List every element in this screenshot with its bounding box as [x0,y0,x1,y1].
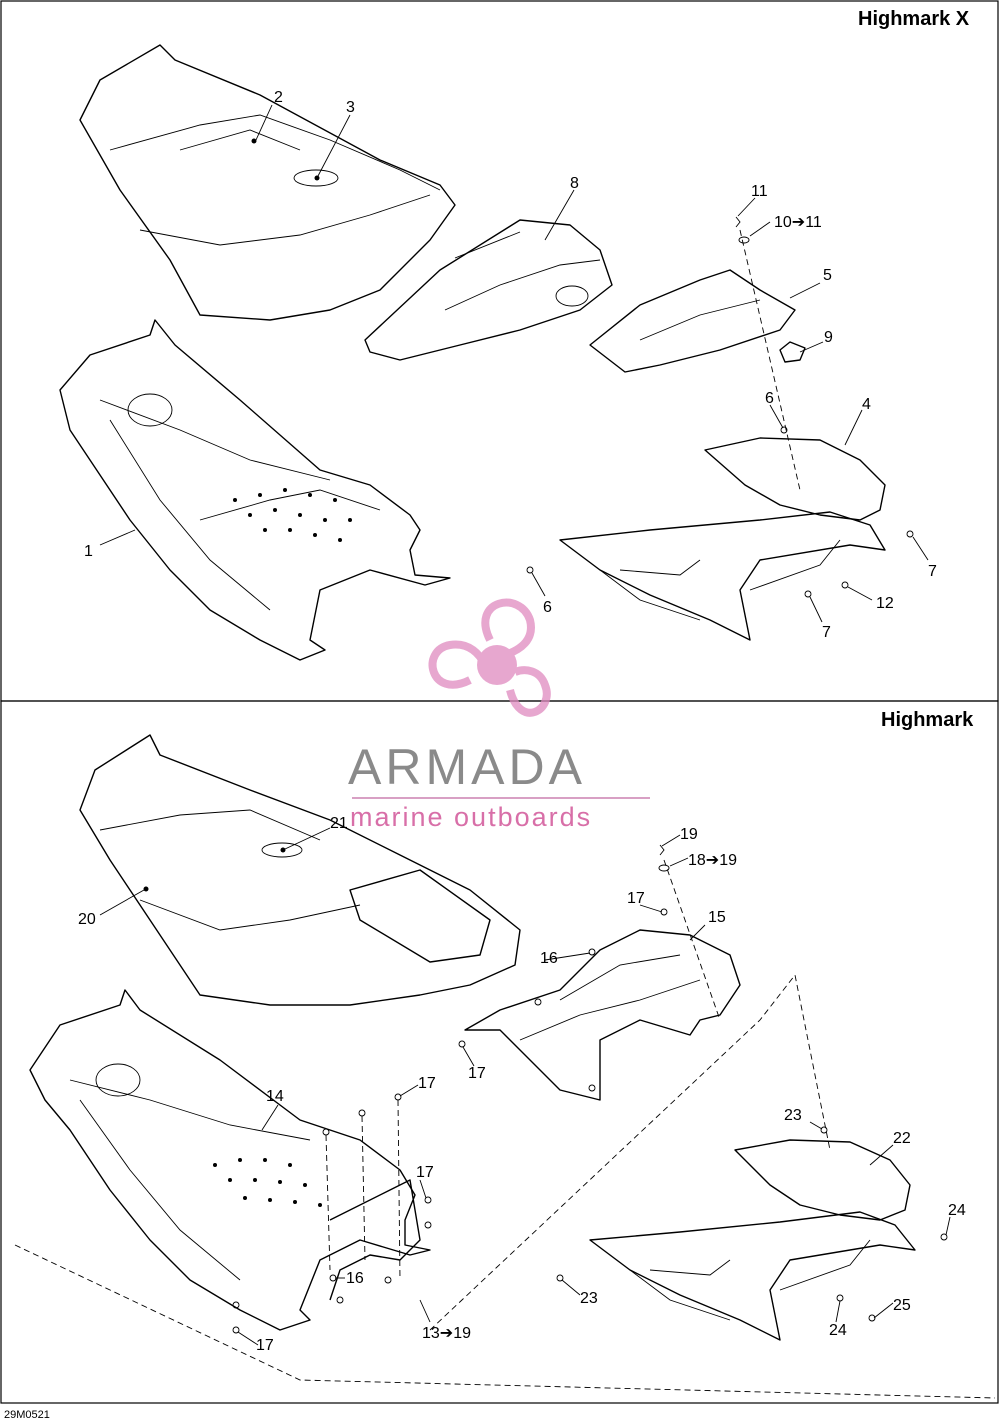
watermark-tagline: marine outboards [350,802,593,832]
callout-6b: 6 [543,599,552,616]
drawing-code: 29M0521 [4,1409,50,1421]
callout-5: 5 [823,267,832,284]
callout-3: 3 [346,99,355,116]
callout-24a: 24 [948,1202,966,1219]
callout-9: 9 [824,329,833,346]
callout-7b: 7 [822,624,831,641]
seat-part-2 [79,44,456,321]
bracket-part-5 [589,269,806,373]
callout-6a: 6 [765,390,774,407]
callout-23a: 23 [784,1107,802,1124]
seat-cover-part-8 [364,219,613,361]
propeller-logo-icon [428,598,551,717]
panel-title-bottom: Highmark [881,709,974,731]
callout-17b: 17 [468,1065,486,1082]
callout-17a: 17 [627,890,645,907]
callout-20: 20 [78,911,96,928]
callout-18-to-19: 18➔19 [688,852,737,869]
watermark-brand: ARMADA [348,739,586,795]
callout-17c: 17 [418,1075,436,1092]
callouts-bottom: 13➔19 14 15 16 16 17 17 17 17 17 18➔19 1… [78,815,966,1354]
callout-16a: 16 [540,950,558,967]
bottom-panel-frame [0,700,999,1404]
frame-part-14 [29,989,431,1331]
callout-13-to-19: 13➔19 [422,1325,471,1342]
callout-17e: 17 [256,1337,274,1354]
callout-12: 12 [876,595,894,612]
callout-11: 11 [751,183,768,200]
seat-part-20 [79,734,521,1006]
callout-2: 2 [274,89,283,106]
side-panel-part-22 [589,1139,916,1341]
callout-24b: 24 [829,1322,847,1339]
callout-14: 14 [266,1088,284,1105]
callout-19: 19 [680,826,698,843]
watermark-divider [352,797,650,799]
callout-8: 8 [570,175,579,192]
callout-4: 4 [862,396,871,413]
callout-25: 25 [893,1297,911,1314]
callout-23b: 23 [580,1290,598,1307]
callout-15: 15 [708,909,726,926]
bracket-part-15 [464,929,741,1101]
fasteners-bottom [232,844,948,1334]
frame-part-1 [59,319,451,661]
callout-17d: 17 [416,1164,434,1181]
callout-7a: 7 [928,563,937,580]
callout-10-to-11: 10➔11 [774,214,822,231]
fasteners-top [526,216,914,598]
side-panel-part-4 [559,437,886,641]
leaders-bottom [14,827,996,1399]
callouts-top: 1 2 3 4 5 6 6 7 7 8 9 10➔11 11 12 [84,89,937,641]
callout-1: 1 [84,543,93,560]
top-panel-frame [0,0,999,702]
leaders-top [99,104,929,623]
panel-title-top: Highmark X [858,8,970,30]
callout-21: 21 [330,815,348,832]
callout-22: 22 [893,1130,911,1147]
callout-16b: 16 [346,1270,364,1287]
